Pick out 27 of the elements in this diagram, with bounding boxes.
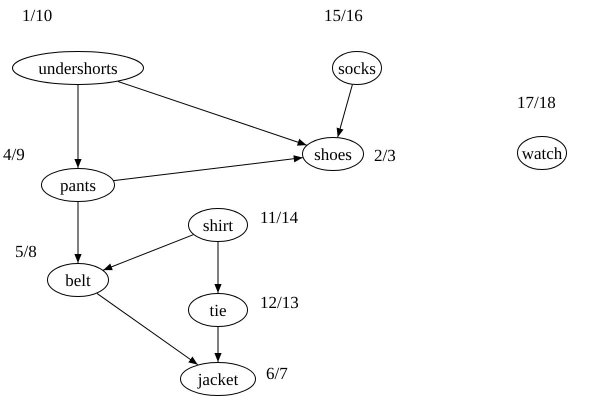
arrow bbox=[113, 155, 304, 182]
arrow bbox=[214, 242, 222, 294]
node-label: socks bbox=[338, 60, 376, 76]
node-label: belt bbox=[65, 272, 91, 288]
arrow bbox=[96, 292, 198, 366]
time-stamp-label: 15/16 bbox=[324, 7, 363, 24]
arrow bbox=[74, 202, 82, 264]
time-stamp-label: 11/14 bbox=[260, 209, 298, 226]
time-stamp-label: 12/13 bbox=[260, 294, 299, 311]
time-stamp-label: 6/7 bbox=[266, 365, 288, 382]
time-stamp-label: 1/10 bbox=[22, 7, 52, 24]
node-label: shirt bbox=[202, 216, 234, 234]
node-label: tie bbox=[210, 302, 226, 318]
arrow bbox=[118, 81, 308, 146]
arrow bbox=[102, 234, 194, 271]
node-label: watch bbox=[522, 144, 562, 162]
arrow bbox=[214, 326, 222, 362]
node-label: shoes bbox=[314, 146, 352, 162]
arrow bbox=[74, 84, 82, 168]
node-label: pants bbox=[60, 176, 96, 194]
node-label: jacket bbox=[198, 370, 238, 388]
arrow bbox=[336, 84, 353, 138]
time-stamp-label: 2/3 bbox=[374, 147, 396, 164]
node-label: undershorts bbox=[38, 60, 118, 76]
time-stamp-label: 4/9 bbox=[3, 146, 25, 163]
time-stamp-label: 5/8 bbox=[15, 243, 37, 260]
time-stamp-label: 17/18 bbox=[517, 94, 556, 111]
